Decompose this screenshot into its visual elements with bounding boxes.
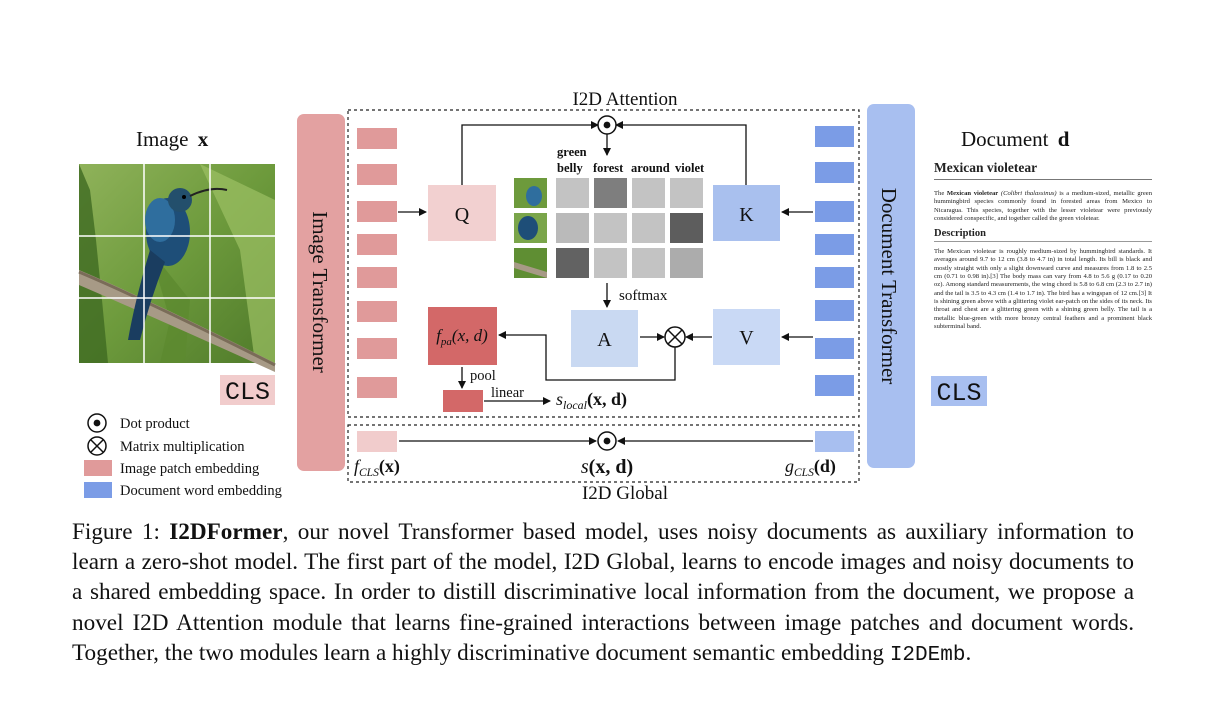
image-patch-token [357, 338, 397, 359]
i2d-global-region [347, 424, 860, 483]
word-label: forest [593, 161, 624, 175]
image-cls-embedding [357, 431, 397, 452]
doc-word-token [815, 338, 854, 359]
bird-image [78, 164, 276, 372]
pool-label: pool [470, 368, 496, 384]
attention-label: A [597, 329, 612, 351]
attention-cell [556, 178, 589, 208]
attention-cell [670, 178, 703, 208]
key-label: K [739, 204, 754, 226]
image-patch-embeddings [357, 128, 397, 398]
legend-doc-word-swatch [84, 482, 112, 498]
word-label: green [557, 145, 587, 159]
attention-cell [632, 248, 665, 278]
document-section-heading: Description [934, 228, 1152, 243]
doc-word-token [815, 267, 854, 288]
attention-cell [556, 248, 589, 278]
i2d-global-title: I2D Global [582, 483, 668, 504]
legend-dot-product: Dot product [120, 416, 190, 432]
i2d-attention-title: I2D Attention [572, 89, 678, 110]
image-transformer-block [297, 114, 345, 471]
word-label: belly [557, 161, 583, 175]
image-cls-token [220, 375, 275, 405]
image-patch-token [357, 301, 397, 322]
figure-caption: Figure 1: I2DFormer, our novel Transform… [72, 519, 1134, 667]
query-label: Q [455, 204, 470, 226]
word-label: violet [675, 161, 705, 175]
document-transformer-block [867, 104, 915, 468]
legend-doc-word: Document word embedding [120, 483, 282, 499]
image-patch-token [357, 234, 397, 255]
value-label: V [739, 327, 754, 349]
doc-word-token [815, 162, 854, 183]
image-patch-token [357, 267, 397, 288]
attention-word-labels: green belly forest around violet [557, 145, 705, 175]
attention-cell [594, 248, 627, 278]
doc-word-token [815, 375, 854, 396]
pooled-embedding [443, 390, 483, 412]
image-patch-token [357, 377, 397, 398]
doc-cls-embedding [815, 431, 854, 452]
attention-cell [594, 178, 627, 208]
doc-cls-token [931, 376, 987, 406]
image-title: Image x [136, 127, 209, 151]
attention-cell [556, 213, 589, 243]
fpa-label: fpa(x, d) [436, 326, 488, 348]
image-transformer-label: Image Transformer [308, 211, 332, 373]
attention-cell [670, 248, 703, 278]
image-cls-label: CLS [225, 378, 270, 407]
document-heading: Mexican violetear [934, 160, 1152, 180]
fpa-box [428, 307, 497, 365]
doc-word-token [815, 201, 854, 222]
softmax-label: softmax [619, 288, 668, 304]
legend-matrix-multiplication: Matrix multiplication [120, 439, 245, 455]
document-body: The Mexican violetear is roughly medium-… [934, 248, 1152, 330]
attention-box [571, 310, 638, 367]
image-patch-token [357, 128, 397, 149]
patch-thumbnails [514, 178, 547, 278]
key-box [713, 185, 780, 241]
document-text: Mexican violetear The Mexican violetear … [934, 160, 1152, 331]
document-word-embeddings [815, 126, 854, 396]
doc-word-token [815, 300, 854, 321]
legend-image-patch: Image patch embedding [120, 461, 259, 477]
document-intro: The Mexican violetear (Colibri thalassin… [934, 190, 1152, 222]
attention-matrix [556, 178, 703, 278]
query-box [428, 185, 496, 241]
document-transformer-label: Document Transformer [877, 188, 901, 385]
document-title: Document d [961, 127, 1070, 151]
attention-cell [594, 213, 627, 243]
legend: Dot product Matrix multiplication Image … [84, 413, 282, 499]
attention-cell [632, 178, 665, 208]
doc-word-token [815, 234, 854, 255]
legend-image-patch-swatch [84, 460, 112, 476]
attention-cell [670, 213, 703, 243]
image-patch-token [357, 201, 397, 222]
doc-word-token [815, 126, 854, 147]
word-label: around [631, 161, 670, 175]
g-cls-label: gCLS(d) [785, 456, 836, 479]
i2d-attention-region [347, 109, 860, 418]
doc-cls-label: CLS [936, 379, 981, 408]
attention-cell [632, 213, 665, 243]
linear-label: linear [491, 385, 524, 401]
s-global-label: s(x, d) [581, 456, 633, 478]
value-box [713, 309, 780, 365]
s-local-label: slocal(x, d) [556, 389, 627, 412]
image-patch-token [357, 164, 397, 185]
f-cls-label: fCLS(x) [354, 456, 400, 479]
